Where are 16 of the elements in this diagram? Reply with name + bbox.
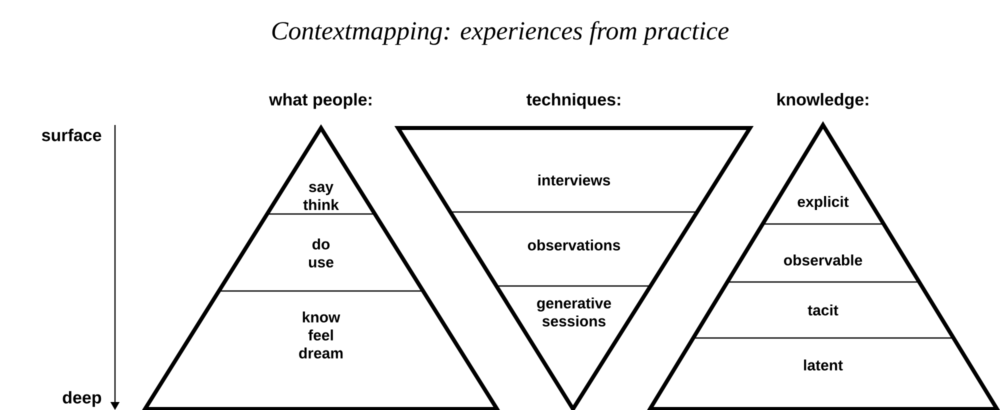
layer-label: latent <box>804 360 843 370</box>
column-heading: knowledge: <box>777 93 868 109</box>
layer-label: tacit <box>808 304 838 316</box>
title: Contextmapping: experiences from practice <box>272 21 729 45</box>
layer-label: observable <box>784 254 862 266</box>
column-heading: techniques: <box>526 93 620 109</box>
layer-label: say think <box>303 184 339 210</box>
axis-label: surface <box>42 128 102 142</box>
layer-label: generative sessions <box>537 298 611 326</box>
layer-label: do use <box>309 238 334 268</box>
layer-label: interviews <box>538 174 610 186</box>
layer-label: explicit <box>798 196 849 210</box>
column-heading: what people: <box>269 93 372 109</box>
layer-label: know feel dream <box>299 312 343 358</box>
layer-label: observations <box>528 240 620 250</box>
axis-label: deep <box>62 391 102 407</box>
